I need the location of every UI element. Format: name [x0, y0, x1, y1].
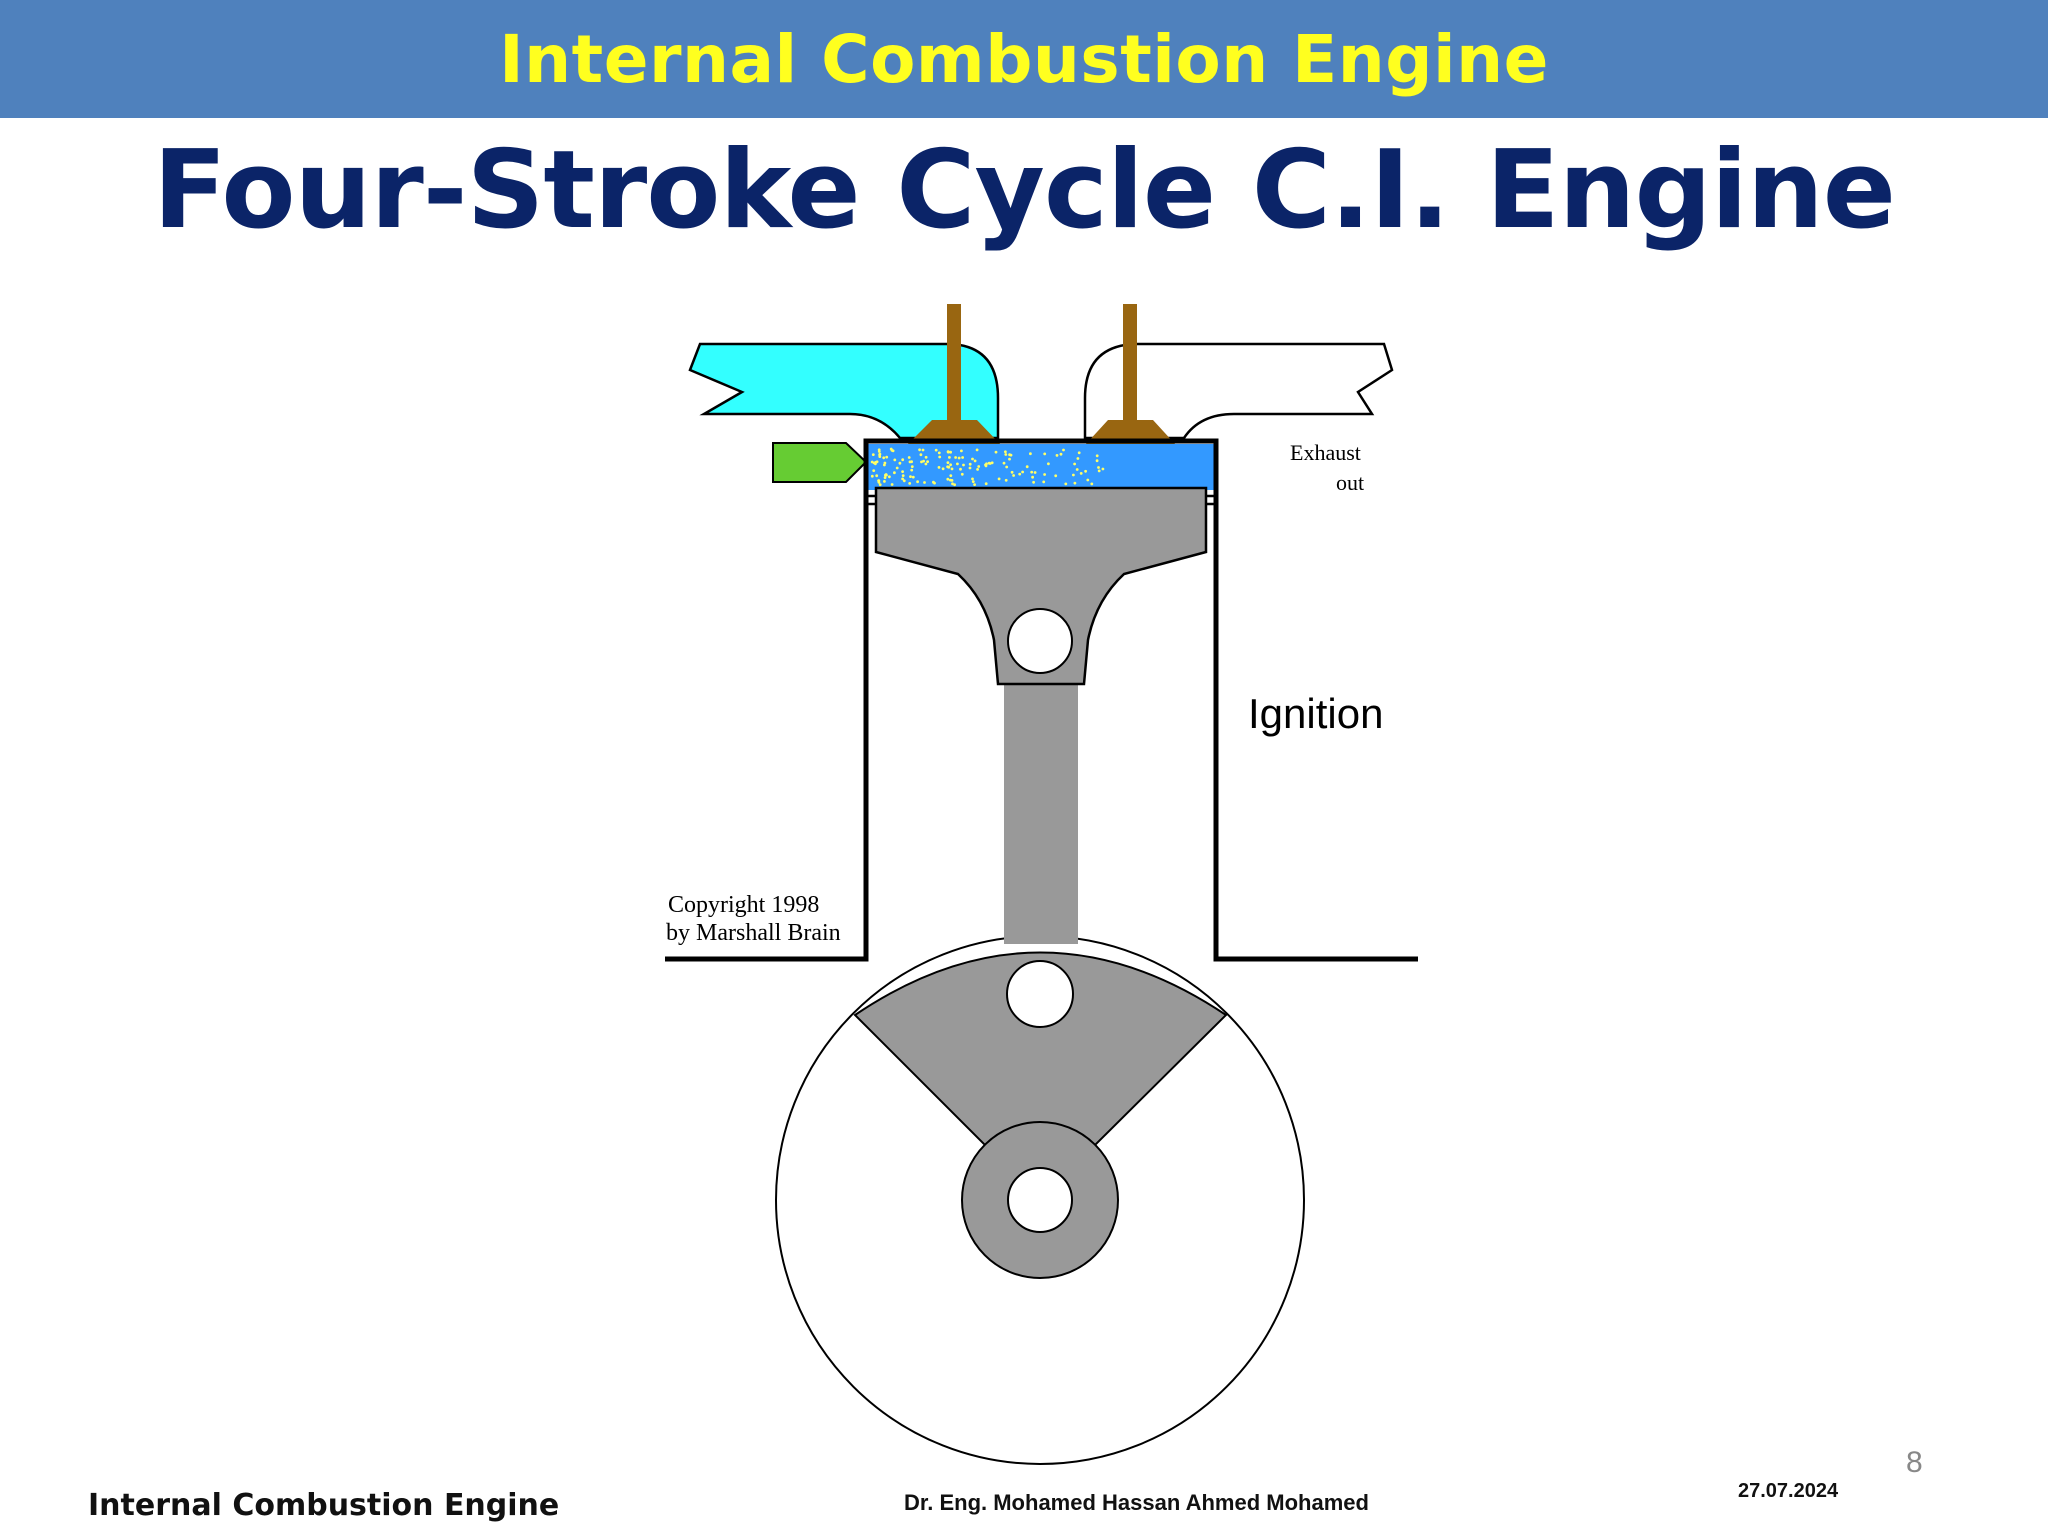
header-title: Internal Combustion Engine: [499, 20, 1549, 98]
main-journal-hole: [1007, 1167, 1073, 1233]
exhaust-label-line2: out: [1336, 470, 1364, 495]
page-number: 8: [1906, 1446, 1923, 1479]
fuel-spray: [870, 447, 1105, 487]
stroke-label: Ignition: [1248, 690, 1383, 737]
footer-course: Internal Combustion Engine: [88, 1488, 560, 1523]
copyright-line2: by Marshall Brain: [666, 920, 841, 946]
connecting-rod: [1004, 684, 1078, 944]
piston: [874, 486, 1208, 686]
crank-pin-hole: [1006, 960, 1074, 1028]
fuel-injector: [772, 442, 868, 483]
footer-author: Dr. Eng. Mohamed Hassan Ahmed Mohamed: [904, 1490, 1369, 1515]
header-bar: Internal Combustion Engine: [0, 0, 2048, 118]
slide-title: Four-Stroke Cycle C.I. Engine: [153, 128, 1896, 253]
exhaust-label-line1: Exhaust: [1290, 440, 1361, 465]
copyright-line1: Copyright 1998: [668, 892, 819, 918]
wrist-pin-hole: [1007, 608, 1073, 674]
combustion-chamber: [868, 444, 1216, 490]
cylinder-walls: [665, 438, 1418, 962]
exhaust-valve: [1086, 304, 1175, 444]
footer-date: 27.07.2024: [1738, 1480, 1839, 1502]
intake-valve: [908, 304, 1000, 444]
crank-web: [853, 951, 1228, 1149]
